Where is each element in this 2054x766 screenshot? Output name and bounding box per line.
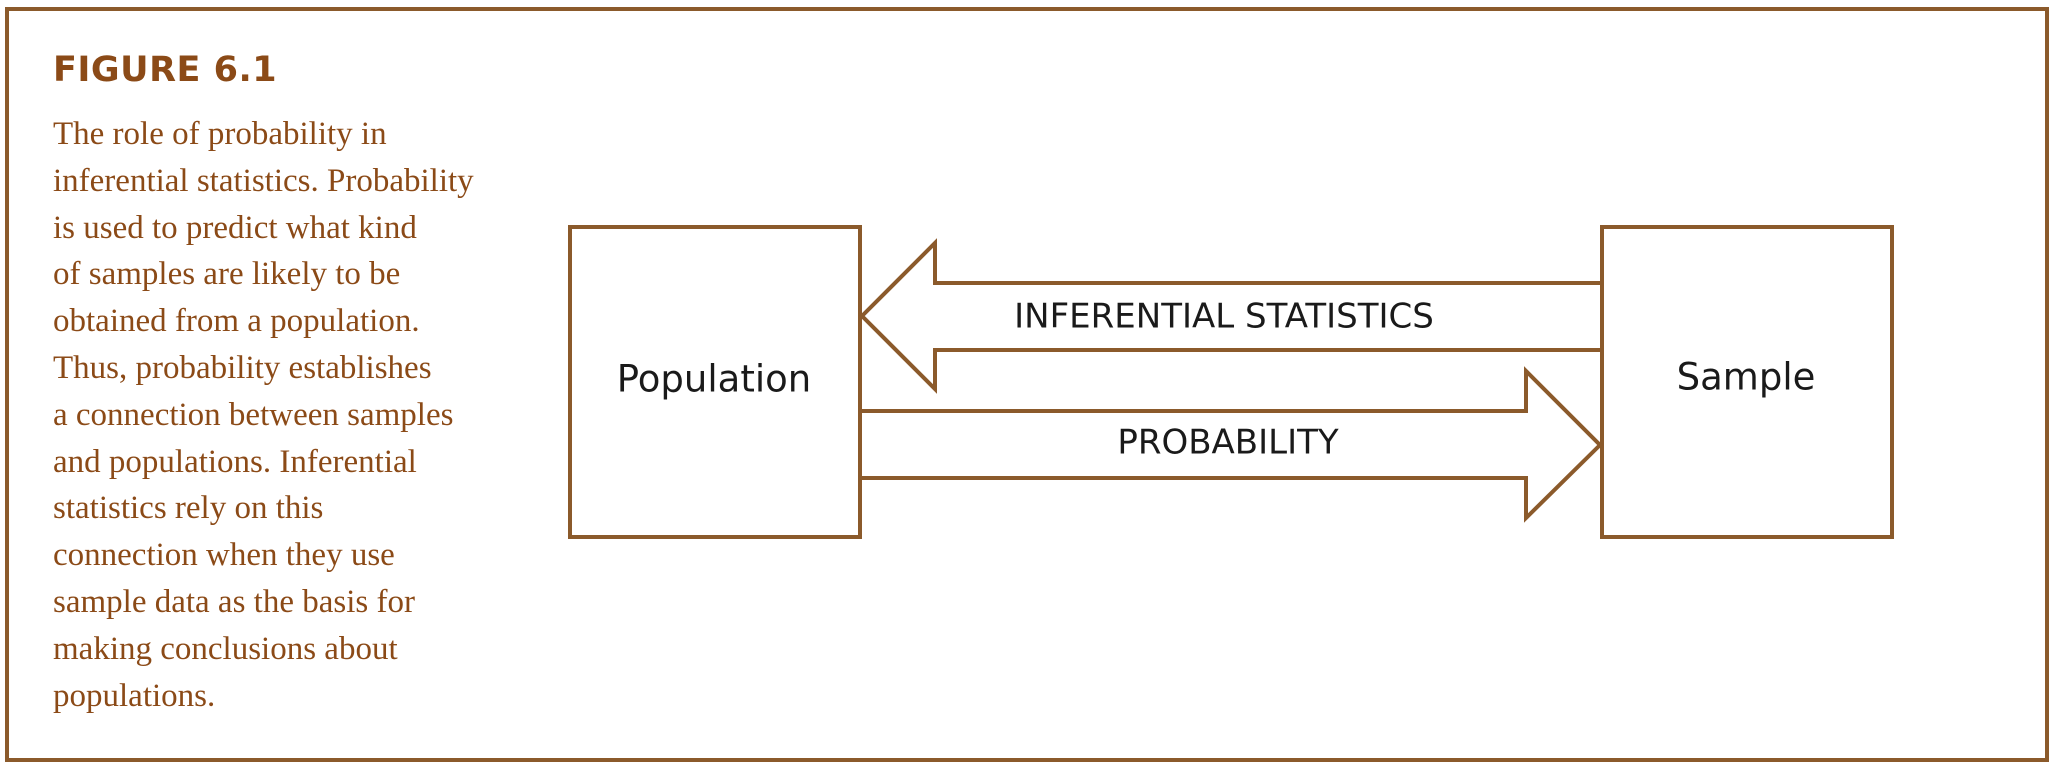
probability-label: PROBABILITY: [1117, 423, 1339, 463]
population-box: [568, 225, 862, 539]
caption-line: of samples are likely to be: [53, 256, 401, 293]
caption-line: Thus, probability establishes: [53, 349, 432, 386]
figure-caption: The role of probability in inferential s…: [53, 111, 533, 719]
population-label: Population: [617, 358, 811, 401]
caption-line: is used to predict what kind: [53, 209, 417, 246]
sample-box: [1600, 225, 1894, 539]
caption-line: sample data as the basis for: [53, 583, 415, 620]
inferential-label: INFERENTIAL STATISTICS: [1014, 297, 1434, 337]
caption-line: and populations. Inferential: [53, 443, 417, 480]
caption-line: populations.: [53, 677, 216, 714]
figure-title: FIGURE 6.1: [53, 50, 278, 90]
probability-arrow: [858, 366, 1603, 523]
caption-line: The role of probability in: [53, 116, 387, 152]
caption-line: a connection between samples: [53, 396, 454, 433]
caption-line: obtained from a population.: [53, 303, 420, 340]
figure-frame: [5, 7, 2049, 762]
caption-line: making conclusions about: [53, 630, 398, 667]
caption-line: inferential statistics. Probability: [53, 162, 474, 199]
inferential-arrow: [859, 238, 1604, 394]
caption-line: connection when they use: [53, 537, 395, 574]
sample-label: Sample: [1677, 356, 1816, 399]
caption-line: statistics rely on this: [53, 490, 324, 527]
